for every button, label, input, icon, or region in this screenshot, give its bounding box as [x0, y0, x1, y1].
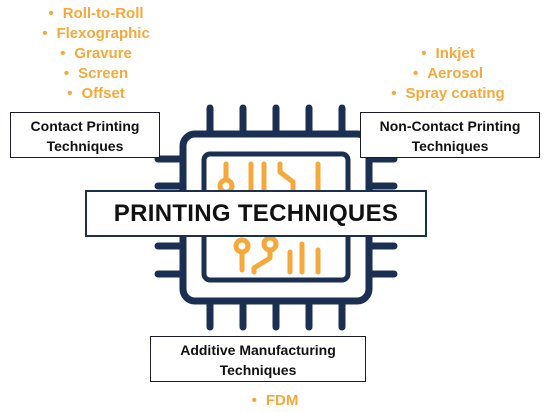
- list-item: Aerosol: [368, 64, 528, 84]
- additive-manufacturing-list: FDM: [220, 391, 330, 411]
- contact-printing-label: Contact Printing Techniques: [10, 112, 160, 158]
- additive-manufacturing-label: Additive Manufacturing Techniques: [150, 336, 366, 382]
- list-item: Screen: [16, 64, 176, 84]
- non-contact-printing-list: Inkjet Aerosol Spray coating: [368, 44, 528, 104]
- list-item: Gravure: [16, 44, 176, 64]
- diagram-title: PRINTING TECHNIQUES: [85, 190, 427, 237]
- label-line: Techniques: [219, 362, 297, 378]
- list-item: Roll-to-Roll: [16, 4, 176, 24]
- list-item: Flexographic: [16, 24, 176, 44]
- label-line: Techniques: [411, 138, 489, 154]
- list-item: Spray coating: [368, 84, 528, 104]
- label-line: Non-Contact Printing: [379, 118, 521, 134]
- non-contact-printing-label: Non-Contact Printing Techniques: [360, 112, 540, 158]
- label-line: Additive Manufacturing: [180, 342, 336, 358]
- list-item: Inkjet: [368, 44, 528, 64]
- list-item: FDM: [220, 391, 330, 411]
- label-line: Techniques: [46, 138, 124, 154]
- list-item: Offset: [16, 84, 176, 104]
- label-line: Contact Printing: [30, 118, 140, 134]
- contact-printing-list: Roll-to-Roll Flexographic Gravure Screen…: [16, 4, 176, 104]
